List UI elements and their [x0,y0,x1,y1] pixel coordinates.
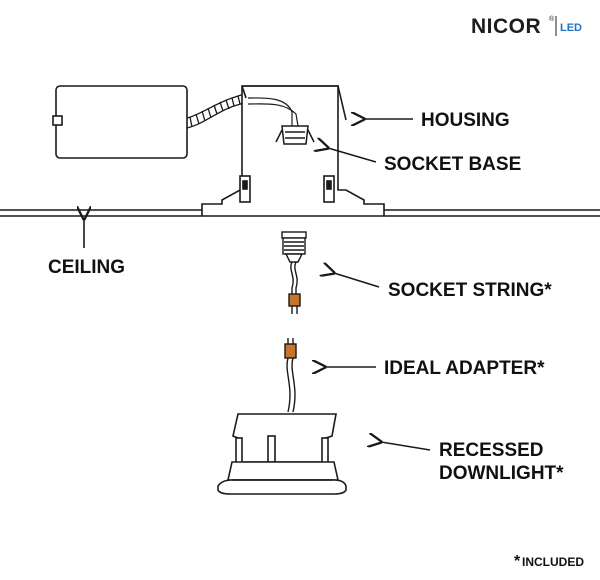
recessed-label-line1: RECESSED [439,440,544,461]
footnote-star: * [514,553,521,570]
housing-label: HOUSING [421,110,510,131]
housing-can [201,85,385,217]
footnote-text: INCLUDED [522,555,584,569]
ideal-adapter-label: IDEAL ADAPTER* [384,358,545,379]
recessed-label-line2: DOWNLIGHT* [439,463,564,484]
housing-wires [247,97,299,127]
recessed-downlight [217,413,347,495]
footnote: * INCLUDED [514,553,584,570]
ceiling-plane [0,209,600,217]
socket-string [281,231,307,314]
logo-led-tag: LED [560,22,582,34]
ceiling-label: CEILING [48,257,125,278]
socket-base-label: SOCKET BASE [384,154,521,175]
socket-string-arrow [334,273,380,288]
socket-base [275,125,315,145]
ideal-adapter-connector [284,343,297,359]
socket-base-arrow [328,148,377,163]
nicor-logo: NICOR ® LED [471,15,582,38]
junction-box [52,85,188,159]
flexible-conduit [186,93,245,129]
logo-registered-mark: ® [549,15,555,23]
logo-wordmark: NICOR [471,15,541,38]
ideal-adapter [284,338,297,413]
recessed-downlight-arrow [381,442,431,451]
socket-string-label: SOCKET STRING* [388,280,552,301]
callout-arrows [84,119,431,451]
socket-string-connector [288,293,301,307]
